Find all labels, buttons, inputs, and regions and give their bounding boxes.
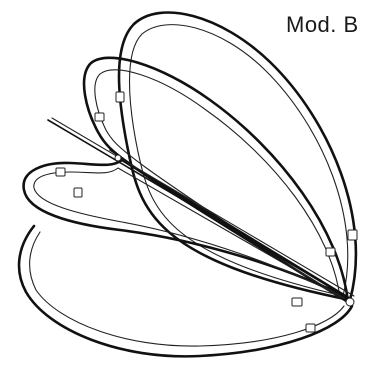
front-loop <box>22 158 358 302</box>
clip-fitting-middle-side <box>94 112 105 122</box>
back-loop <box>117 11 358 302</box>
middle-loop <box>82 56 350 304</box>
pivot-hub <box>114 154 355 307</box>
clip-fitting-middle-top <box>115 91 125 103</box>
model-label: Mod. B <box>286 12 359 37</box>
clip-fitting-front-right <box>347 229 358 241</box>
clip-fitting-bottom-mid <box>305 323 316 333</box>
clip-fitting-front-left <box>55 167 66 177</box>
clip-fitting-front-mid <box>73 187 83 198</box>
clip-fitting-bottom-right <box>291 297 303 307</box>
bottom-shell <box>17 224 354 358</box>
clip-fitting-middle-right <box>325 247 336 257</box>
